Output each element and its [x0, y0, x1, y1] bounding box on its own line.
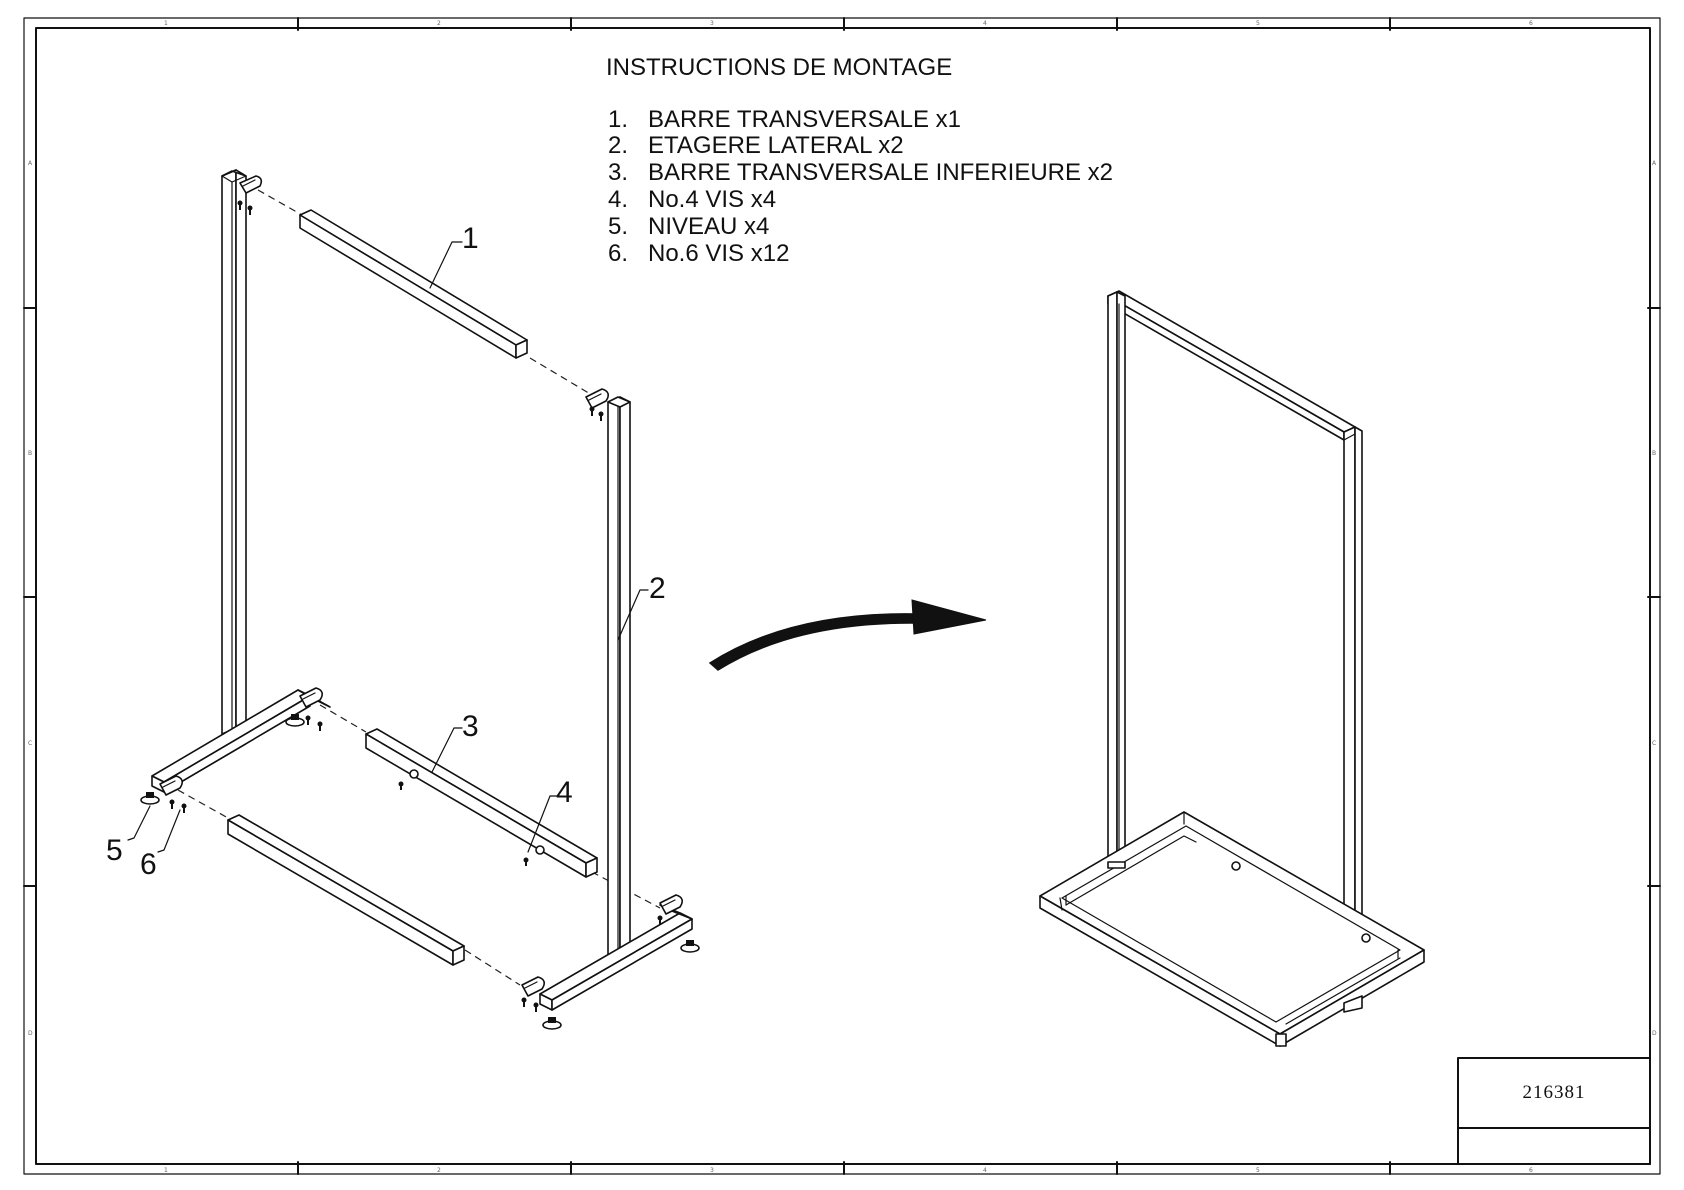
lower-cross-bar-inner	[365, 728, 598, 878]
top-right-bracket	[585, 388, 610, 421]
callout-4: 4	[556, 776, 573, 809]
zone-row-label: C	[1652, 740, 1656, 747]
parts-list-label: No.6 VIS x12	[648, 240, 789, 267]
parts-list-number: 2.	[608, 132, 628, 159]
parts-list-number: 3.	[608, 159, 628, 186]
zone-row-label: A	[1652, 160, 1657, 167]
zone-col-label: 2	[437, 20, 441, 27]
parts-list-label: BARRE TRANSVERSALE INFERIEURE x2	[648, 159, 1113, 186]
zone-col-label: 6	[1529, 1167, 1533, 1174]
parts-list-number: 5.	[608, 213, 628, 240]
left-base-brackets	[140, 687, 324, 813]
exploded-view: 1 2 3 4 5 6	[106, 169, 700, 1030]
zone-row-label: C	[28, 740, 32, 747]
zone-row-label: A	[28, 160, 33, 167]
drawing-border	[23, 17, 1661, 1175]
zone-row-label: D	[1652, 1030, 1657, 1037]
zone-col-label: 3	[710, 20, 714, 27]
curved-arrow-icon	[708, 599, 987, 671]
zone-col-label: 3	[710, 1167, 714, 1174]
zone-row-label: D	[28, 1030, 33, 1037]
top-left-bracket	[237, 175, 263, 215]
parts-list-number: 6.	[608, 240, 628, 267]
zone-row-label: B	[28, 450, 32, 457]
zone-row-label: B	[1652, 450, 1656, 457]
callout-1: 1	[462, 222, 479, 255]
title-block: 216381	[1457, 1057, 1651, 1165]
parts-list-label: BARRE TRANSVERSALE x1	[648, 106, 961, 133]
zone-col-label: 1	[164, 1167, 168, 1174]
assembled-view	[1039, 290, 1425, 1047]
parts-list-number: 4.	[608, 186, 628, 213]
callout-5: 5	[106, 834, 123, 867]
zone-col-label: 5	[1256, 1167, 1260, 1174]
zone-col-label: 1	[164, 20, 168, 27]
zone-col-label: 5	[1256, 20, 1260, 27]
parts-list-label: NIVEAU x4	[648, 213, 769, 240]
document-number: 216381	[1523, 1082, 1586, 1103]
lower-cross-bar-outer	[227, 814, 465, 966]
callout-3: 3	[462, 710, 479, 743]
zone-col-label: 4	[983, 20, 987, 27]
parts-list-label: No.4 VIS x4	[648, 186, 776, 213]
zone-col-label: 2	[437, 1167, 441, 1174]
parts-list-label: ETAGERE LATERAL x2	[648, 132, 904, 159]
top-cross-bar	[299, 209, 528, 359]
instructions-title: INSTRUCTIONS DE MONTAGE	[606, 54, 952, 81]
right-upright-post	[607, 396, 631, 961]
callout-6: 6	[140, 848, 157, 881]
parts-list-number: 1.	[608, 106, 628, 133]
callout-leaders	[127, 241, 649, 853]
callout-2: 2	[649, 572, 666, 605]
zone-labels: 1 2 3 4 5 6 1 2 3 4 5 6 A B C D A B C D	[28, 20, 1657, 1174]
parts-list: 1. BARRE TRANSVERSALE x1 2. ETAGERE LATE…	[608, 106, 1113, 267]
right-base-frame	[521, 894, 700, 1030]
zone-col-label: 6	[1529, 20, 1533, 27]
zone-col-label: 4	[983, 1167, 987, 1174]
left-upright-post	[221, 169, 247, 735]
